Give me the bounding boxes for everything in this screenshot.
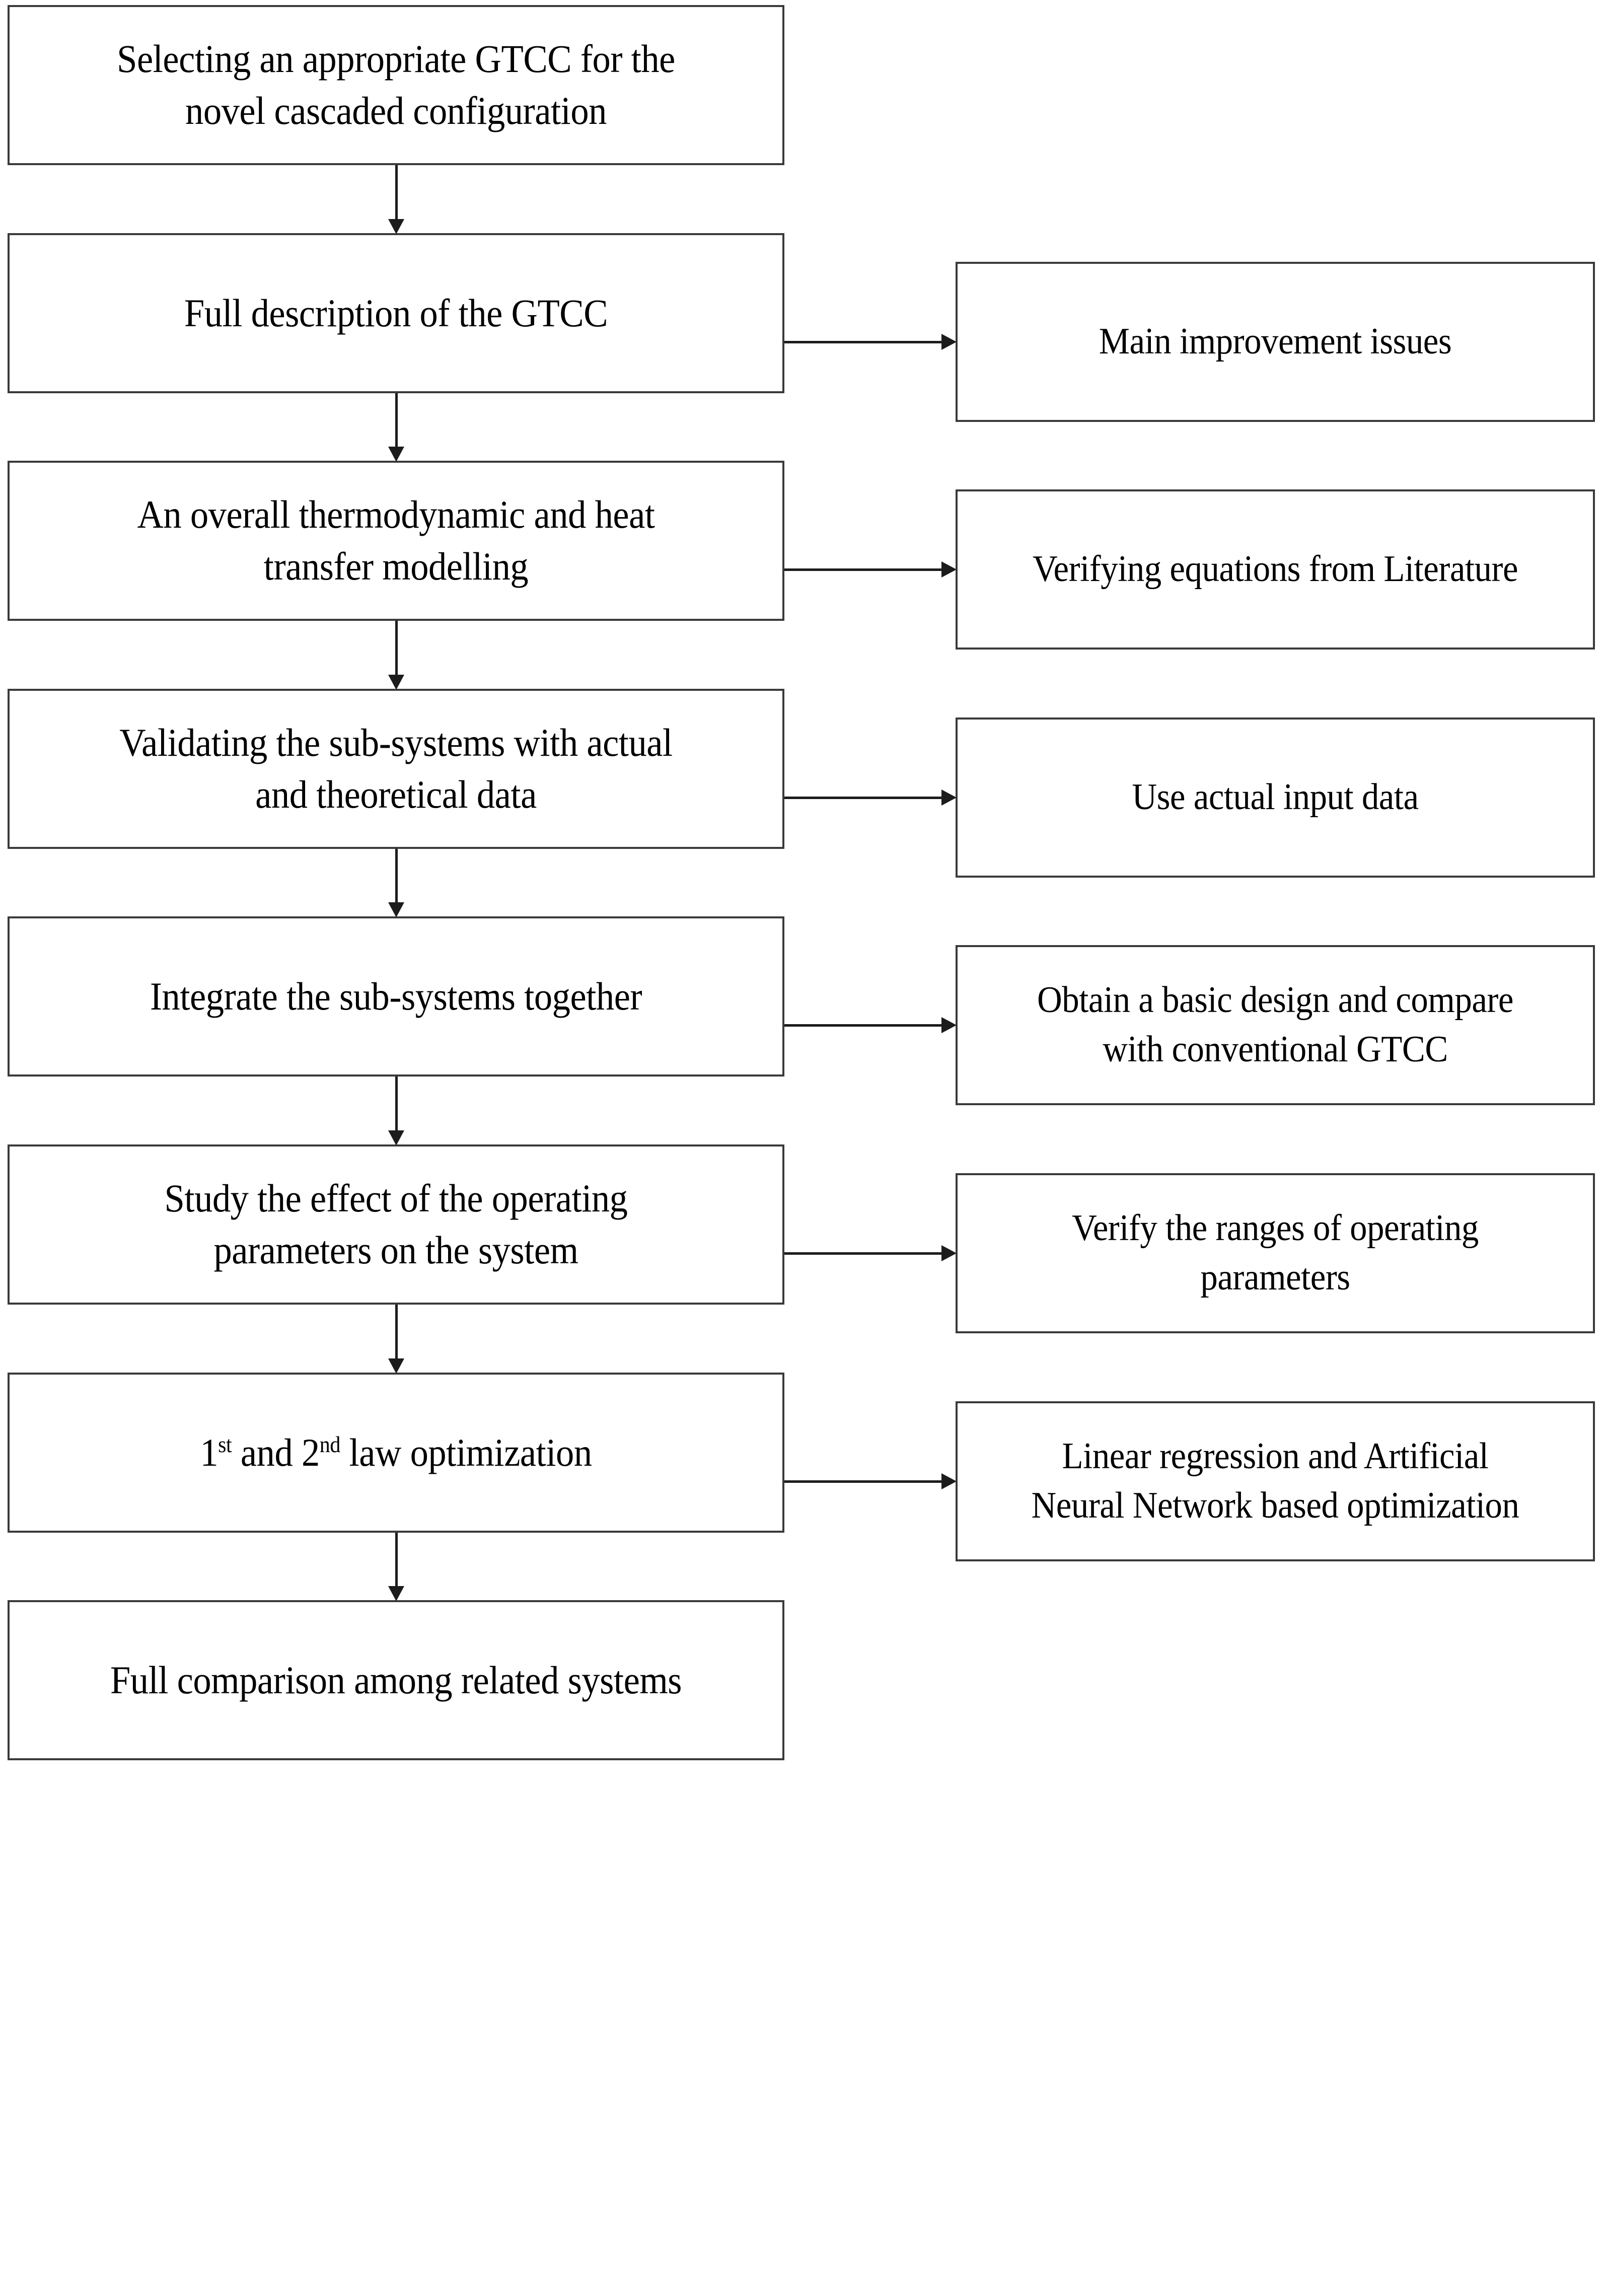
arrow-step5-to-step6-head [388,1130,404,1145]
arrow-step7-to-step8-head [388,1586,404,1601]
arrow-step3-to-step4-line [395,621,398,676]
arrow-step5-to-note4-head [941,1017,957,1033]
arrow-step3-to-step4-head [388,675,404,690]
process-box-law-optimization[interactable]: 1st and 2nd law optimization [8,1373,784,1533]
arrow-step2-to-note1-head [941,334,957,350]
node-label: Use actual input data [1132,776,1419,818]
arrow-step4-to-step5-head [388,902,404,917]
arrow-step6-to-note5-head [941,1245,957,1261]
arrow-step3-to-note2-line [784,568,942,571]
arrow-step6-to-note5-line [784,1252,942,1255]
process-box-full-comparison[interactable]: Full comparison among related systems [8,1600,784,1760]
arrow-step6-to-step7-line [395,1305,398,1359]
arrow-step1-to-step2-head [388,219,404,234]
arrow-step7-to-note6-line [784,1480,942,1483]
arrow-step4-to-step5-line [395,849,398,903]
arrow-step5-to-note4-line [784,1024,942,1027]
process-box-full-description[interactable]: Full description of the GTCC [8,233,784,393]
node-label: Integrate the sub-systems together [150,974,642,1018]
arrow-step1-to-step2-line [395,165,398,220]
arrow-step5-to-step6-line [395,1077,398,1131]
node-label: Verifying equations from Literature [1032,548,1518,590]
arrow-step4-to-note3-line [784,797,942,799]
annotation-box-verifying-equations[interactable]: Verifying equations from Literature [956,489,1595,650]
annotation-box-use-actual-input-data[interactable]: Use actual input data [956,718,1595,878]
arrow-step4-to-note3-head [941,790,957,806]
arrow-step7-to-note6-head [941,1473,957,1489]
arrow-step3-to-note2-head [941,561,957,578]
node-label: 1st and 2nd law optimization [200,1430,592,1474]
arrow-step6-to-step7-head [388,1358,404,1374]
arrow-step2-to-note1-line [784,341,942,343]
arrow-step7-to-step8-line [395,1533,398,1587]
process-box-integrate-subsystems[interactable]: Integrate the sub-systems together [8,916,784,1077]
node-label: Full description of the GTCC [184,291,608,335]
node-label: Full comparison among related systems [110,1658,682,1702]
arrow-step2-to-step3-line [395,393,398,448]
arrow-step2-to-step3-head [388,447,404,462]
annotation-box-main-improvement-issues[interactable]: Main improvement issues [956,262,1595,422]
node-label: Main improvement issues [1099,321,1452,363]
